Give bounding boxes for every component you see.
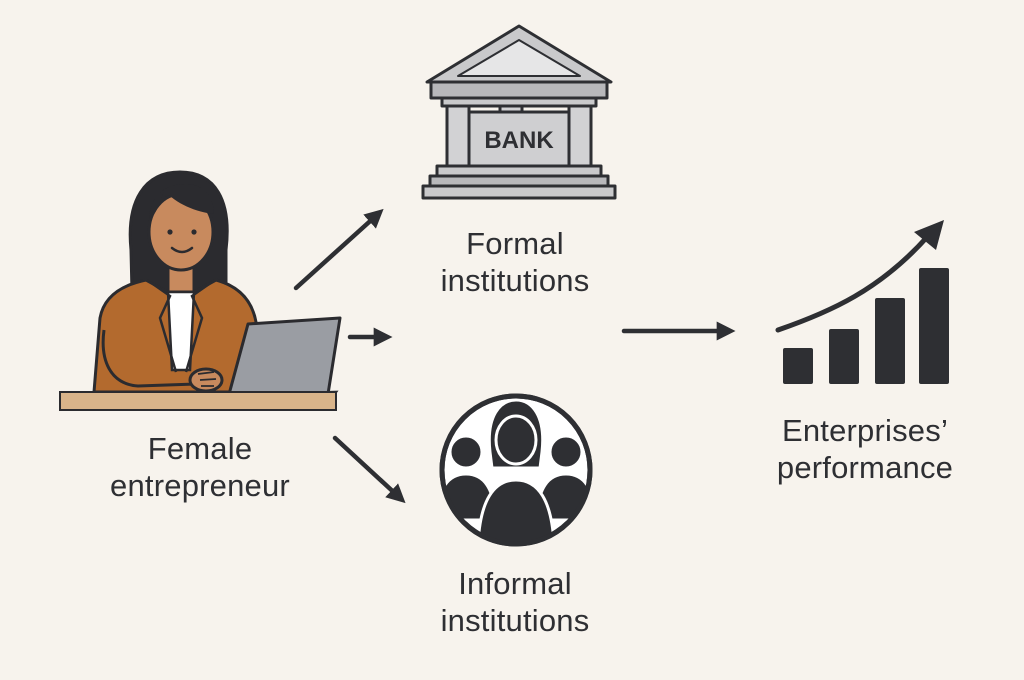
arrow-entrepreneur-to-informal: [332, 435, 406, 504]
label-female-entrepreneur: Female entrepreneur: [110, 431, 290, 503]
bar-chart-growth-icon: [775, 220, 949, 384]
people-group-icon: [439, 393, 593, 547]
bank-sign-text: BANK: [484, 127, 554, 154]
label-informal-institutions: Informal institutions: [440, 566, 590, 638]
diagram-arrows: [293, 208, 736, 504]
desk: [59, 391, 337, 411]
arrow-entrepreneur-to-formal: [293, 208, 384, 291]
label-enterprises-performance: Enterprises’ performance: [776, 413, 954, 485]
bank-building-icon: [421, 24, 617, 200]
woman-at-laptop-icon: [59, 170, 342, 411]
label-formal-institutions: Formal institutions: [440, 226, 590, 298]
